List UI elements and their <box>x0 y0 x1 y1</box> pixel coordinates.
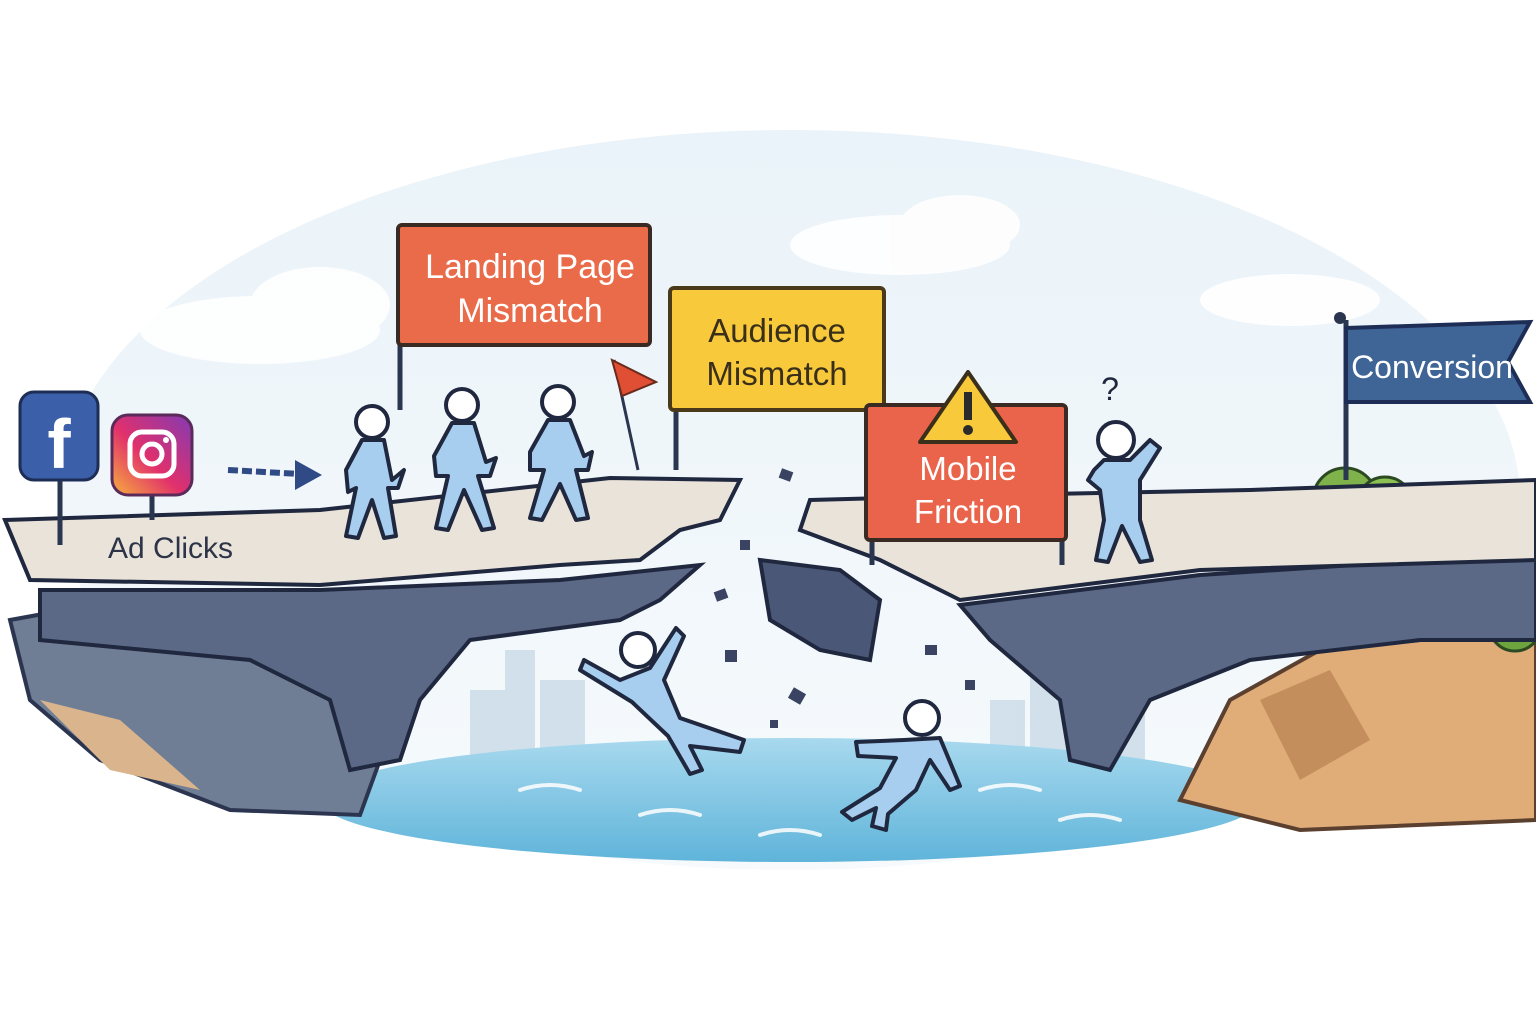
river-water <box>320 738 1260 862</box>
landing-sign-line1: Landing Page <box>425 248 635 286</box>
warning-triangle-icon <box>918 370 1018 444</box>
mobile-sign-line1: Mobile <box>919 450 1016 487</box>
landing-sign-line2: Mismatch <box>457 292 602 330</box>
right-cliff <box>1177 627 1536 833</box>
facebook-icon: f <box>18 390 100 545</box>
audience-sign-line2: Mismatch <box>706 355 847 392</box>
audience-mismatch-sign: Audience Mismatch <box>668 286 886 470</box>
conversion-label: Conversion <box>1351 349 1513 385</box>
svg-text:f: f <box>47 405 71 483</box>
red-flag-icon <box>610 358 659 471</box>
walking-people <box>344 384 594 540</box>
confused-person <box>1086 420 1162 564</box>
question-mark-icon: ? <box>1101 371 1119 407</box>
person-falling-1 <box>578 626 746 776</box>
falling-people <box>578 626 962 832</box>
instagram-icon <box>110 413 194 520</box>
audience-sign-line1: Audience <box>708 312 846 349</box>
person-walking-1 <box>344 404 406 540</box>
person-walking-3 <box>528 384 594 522</box>
right-arrow-icon <box>227 460 322 490</box>
clouds <box>140 195 1380 364</box>
conversion-flag: Conversion <box>1334 312 1534 480</box>
ad-clicks-label: Ad Clicks <box>108 532 233 565</box>
person-walking-2 <box>432 387 498 532</box>
mobile-sign-line2: Friction <box>914 493 1022 530</box>
person-falling-2 <box>840 699 962 832</box>
landing-page-mismatch-sign: Landing Page Mismatch <box>396 223 652 410</box>
